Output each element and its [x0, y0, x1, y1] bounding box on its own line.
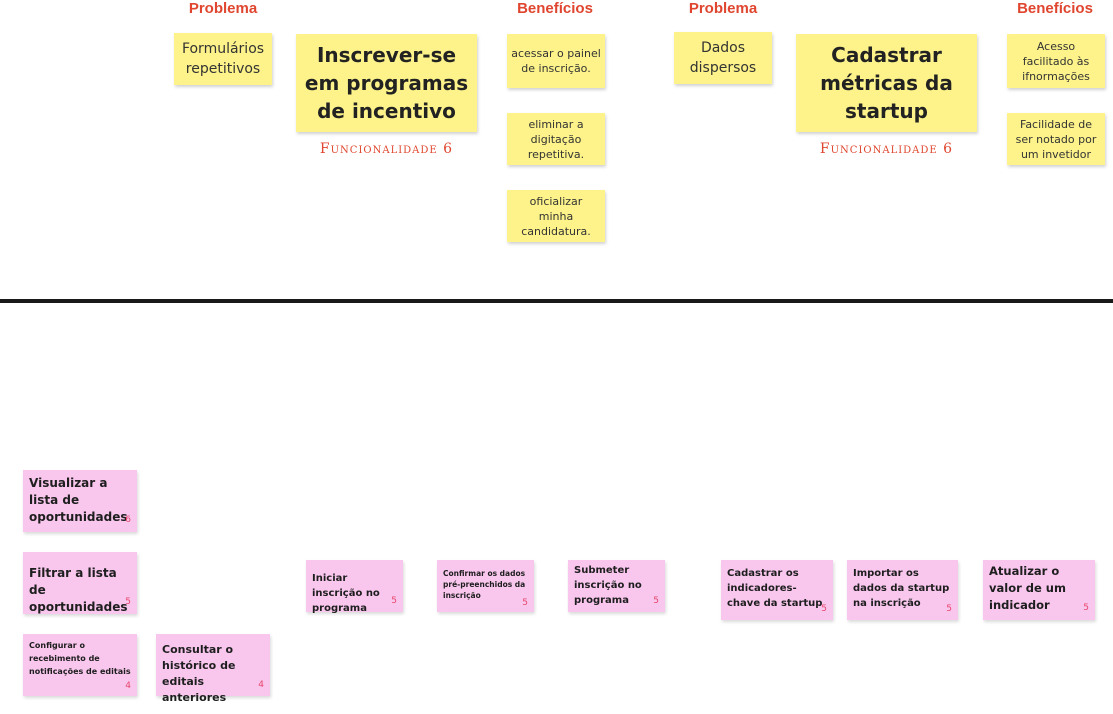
story-note-9[interactable]: Importar os dados da startup na inscriçã… — [847, 560, 958, 620]
story-text: Submeter inscrição no programa — [574, 565, 642, 606]
problem-note-2[interactable]: Dados dispersos — [674, 32, 772, 84]
story-note-8[interactable]: Cadastrar os indicadores-chave da startu… — [721, 560, 833, 620]
story-note-7[interactable]: Submeter inscrição no programa 5 — [568, 560, 665, 612]
story-text: Filtrar a lista de oportunidades — [29, 566, 128, 614]
feature-label-2: Funcionalidade 6 — [819, 141, 954, 157]
benefit-note-1c[interactable]: oficializar minha candidatura. — [507, 190, 605, 242]
header-beneficios-2: Benefícios — [1017, 0, 1093, 17]
story-text: Atualizar o valor de um indicador — [989, 564, 1066, 612]
story-number: 5 — [946, 604, 952, 614]
section-divider — [0, 299, 1113, 303]
benefit-note-2a[interactable]: Acesso facilitado às ifnormações — [1007, 34, 1105, 88]
story-note-2[interactable]: Filtrar a lista de oportunidades 5 — [23, 552, 137, 614]
story-number: 5 — [125, 597, 131, 607]
feature-label-1: Funcionalidade 6 — [319, 141, 454, 157]
benefit-note-1b[interactable]: eliminar a digitação repetitiva. — [507, 113, 605, 165]
story-note-10[interactable]: Atualizar o valor de um indicador 5 — [983, 560, 1095, 620]
problem-note-1[interactable]: Formulários repetitivos — [174, 33, 272, 85]
story-number: 4 — [258, 680, 264, 690]
feature-note-1[interactable]: Inscrever-se em programas de incentivo — [296, 34, 477, 132]
story-text: Configurar o recebimento de notificações… — [29, 641, 131, 676]
header-beneficios-1: Benefícios — [517, 0, 593, 17]
story-text: Confirmar os dados pré-preenchidos da in… — [443, 569, 526, 600]
header-problema-1: Problema — [188, 0, 258, 17]
feature-note-2[interactable]: Cadastrar métricas da startup — [796, 34, 977, 132]
benefit-note-1a[interactable]: acessar o painel de inscrição. — [507, 34, 605, 88]
story-number: 5 — [653, 596, 659, 606]
story-note-5[interactable]: Iniciar inscrição no programa 5 — [306, 560, 403, 614]
story-number: 5 — [522, 598, 528, 608]
story-text: Iniciar inscrição no programa — [312, 573, 380, 614]
story-note-1[interactable]: Visualizar a lista de oportunidades 6 — [23, 470, 137, 532]
story-number: 5 — [821, 604, 827, 614]
story-number: 5 — [1083, 603, 1089, 613]
story-text: Importar os dados da startup na inscriçã… — [853, 568, 950, 609]
header-problema-2: Problema — [688, 0, 758, 17]
story-text: Consultar o histórico de editais anterio… — [162, 643, 236, 704]
benefit-note-2b[interactable]: Facilidade de ser notado por um invetido… — [1007, 113, 1105, 165]
story-note-6[interactable]: Confirmar os dados pré-preenchidos da in… — [437, 560, 534, 612]
story-note-3[interactable]: Configurar o recebimento de notificações… — [23, 634, 137, 696]
story-number: 5 — [391, 596, 397, 606]
story-number: 4 — [125, 681, 131, 691]
story-text: Visualizar a lista de oportunidades — [29, 476, 128, 524]
story-number: 6 — [125, 515, 131, 525]
story-text: Cadastrar os indicadores-chave da startu… — [727, 568, 823, 609]
story-note-4[interactable]: Consultar o histórico de editais anterio… — [156, 634, 270, 704]
